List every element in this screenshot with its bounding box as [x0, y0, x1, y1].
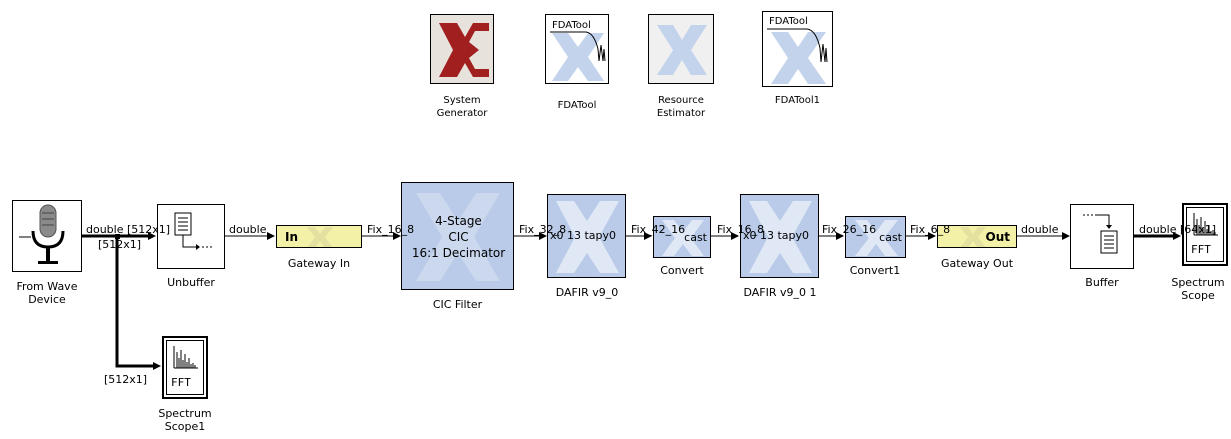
signal-label-wave-out: double [512x1] [86, 223, 171, 236]
xilinx-watermark-icon [416, 193, 500, 281]
signal-label-scope1-in: [512x1] [104, 373, 148, 386]
unbuffer-label: Unbuffer [167, 276, 215, 289]
signal-label-unbuffer-out: double [229, 223, 267, 236]
gateway-out-block[interactable]: Out [937, 225, 1017, 248]
system-generator-label: System Generator [436, 95, 488, 119]
convert1-cast: cast [879, 231, 902, 244]
cic-filter-text: 4-Stage CIC 16:1 Decimator [411, 214, 506, 260]
dafir-1-ports: x0 13 tapy0 [743, 229, 810, 242]
fdatool1-block[interactable]: FDATool [762, 11, 833, 87]
signal-label-dafir1-out: Fix_26_16 [822, 223, 877, 236]
dafir-ports: x0 13 tapy0 [550, 229, 617, 242]
spectrum-scope1-label: Spectrum Scope1 [158, 407, 212, 433]
fdatool-header: FDATool [552, 20, 591, 31]
gateway-out-port: Out [985, 230, 1010, 244]
convert-cast: cast [684, 231, 707, 244]
xilinx-watermark-icon [662, 220, 704, 256]
dafir-label: DAFIR v9_0 [555, 286, 619, 299]
gateway-in-block[interactable]: In [276, 225, 362, 248]
signal-label-gwout-out: double [1021, 223, 1059, 236]
signal-label-cic-out: Fix_32_8 [519, 223, 567, 236]
xilinx-watermark-icon [657, 25, 707, 75]
spectrum-bars-icon [1193, 213, 1218, 236]
buffer-label: Buffer [1085, 276, 1119, 289]
gateway-out-label: Gateway Out [940, 257, 1014, 270]
cic-filter-label: CIC Filter [432, 298, 483, 311]
signal-label-wave-dims: [512x1] [98, 238, 142, 251]
fdatool1-header: FDATool [769, 16, 808, 27]
unbuffer-block[interactable] [157, 204, 225, 269]
signal-label-buffer-out: double [64x1] [1139, 223, 1217, 236]
resource-estimator-label: Resource Estimator [656, 95, 706, 119]
dafir-1-label: DAFIR v9_0 1 [743, 286, 817, 299]
convert-label: Convert [660, 264, 704, 277]
convert1-block[interactable]: cast [845, 216, 906, 258]
signal-label-convert-out: Fix_16_8 [717, 223, 765, 236]
fdatool-label: FDATool [557, 100, 597, 111]
system-generator-block[interactable] [430, 14, 494, 84]
signal-label-dafir-out: Fix_42_16 [631, 223, 686, 236]
xilinx-logo-icon [439, 23, 489, 77]
xilinx-watermark-icon [307, 227, 333, 247]
spectrum-scope-label: Spectrum Scope [1171, 276, 1225, 302]
convert-block[interactable]: cast [653, 216, 711, 258]
signal-label-convert1-out: Fix_6_8 [910, 223, 951, 236]
microphone-icon [19, 204, 65, 264]
filter-response-icon [767, 28, 828, 63]
wire-branch-scope1 [115, 236, 156, 368]
from-wave-device-block[interactable] [12, 200, 82, 272]
gateway-in-port: In [285, 230, 299, 244]
dafir-1-block[interactable]: x0 13 tapy0 [740, 194, 819, 278]
fdatool-block[interactable]: FDATool [545, 14, 609, 84]
fdatool1-label: FDATool1 [774, 95, 821, 106]
buffer-block[interactable] [1070, 204, 1134, 269]
dafir-block[interactable]: x0 13 tapy0 [547, 194, 626, 278]
spectrum-scope-block[interactable]: FFT [1182, 203, 1228, 266]
cic-filter-block[interactable]: 4-Stage CIC 16:1 Decimator [401, 182, 514, 290]
resource-estimator-block[interactable] [648, 14, 714, 84]
xilinx-watermark-icon [855, 220, 898, 256]
filter-response-icon [550, 31, 606, 62]
convert1-label: Convert1 [849, 264, 901, 277]
xilinx-watermark-icon [556, 201, 619, 273]
unbuffer-icon [174, 212, 212, 250]
buffer-icon [1083, 214, 1118, 254]
xilinx-watermark-icon [960, 227, 986, 247]
spectrum-scope1-fft: FFT [171, 376, 191, 389]
gateway-in-label: Gateway In [287, 257, 351, 270]
xilinx-watermark-icon [749, 201, 812, 273]
spectrum-scope-fft: FFT [1191, 243, 1211, 256]
spectrum-scope1-block[interactable]: FFT [162, 336, 208, 399]
signal-label-gwin-out: Fix_16_8 [367, 223, 415, 236]
xilinx-watermark-icon [771, 32, 826, 84]
spectrum-bars-icon [173, 346, 198, 369]
xilinx-watermark-icon [552, 33, 604, 81]
from-wave-device-label: From Wave Device [16, 280, 78, 306]
